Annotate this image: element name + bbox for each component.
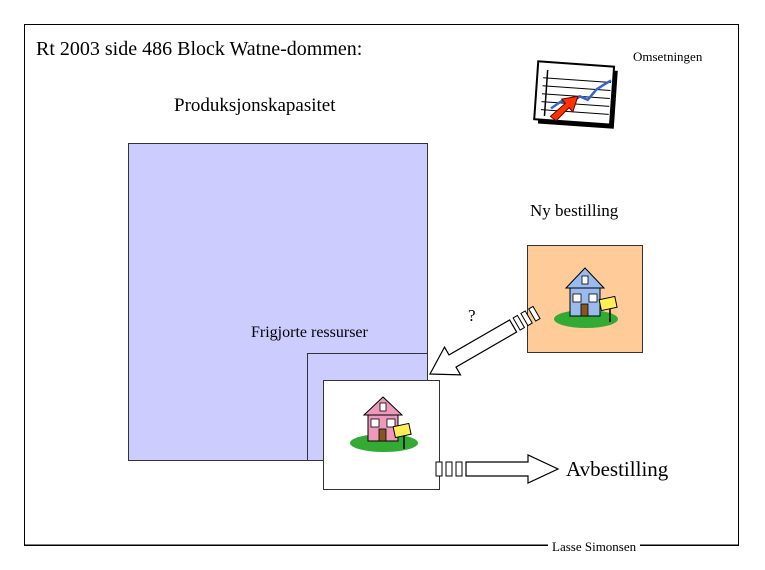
slide-title: Rt 2003 side 486 Block Watne-dommen: [36,38,363,60]
revenue-label: Omsetningen [633,49,703,64]
house-for-sale-icon [350,396,418,452]
freed-resources-label: Frigjorte ressurser [251,324,368,341]
cancelled-house-box [323,380,440,490]
cancel-arrow [435,454,560,484]
freed-resources-slot [307,353,428,461]
new-order-label: Ny bestilling [530,201,619,220]
new-order-arrow [429,305,541,376]
house-for-sale-icon [554,267,618,328]
new-order-box [527,245,643,353]
capacity-label: Produksjonskapasitet [174,95,336,116]
question-mark: ? [468,306,476,325]
cancel-label: Avbestilling [566,457,669,481]
author-label: Lasse Simonsen [548,540,641,553]
